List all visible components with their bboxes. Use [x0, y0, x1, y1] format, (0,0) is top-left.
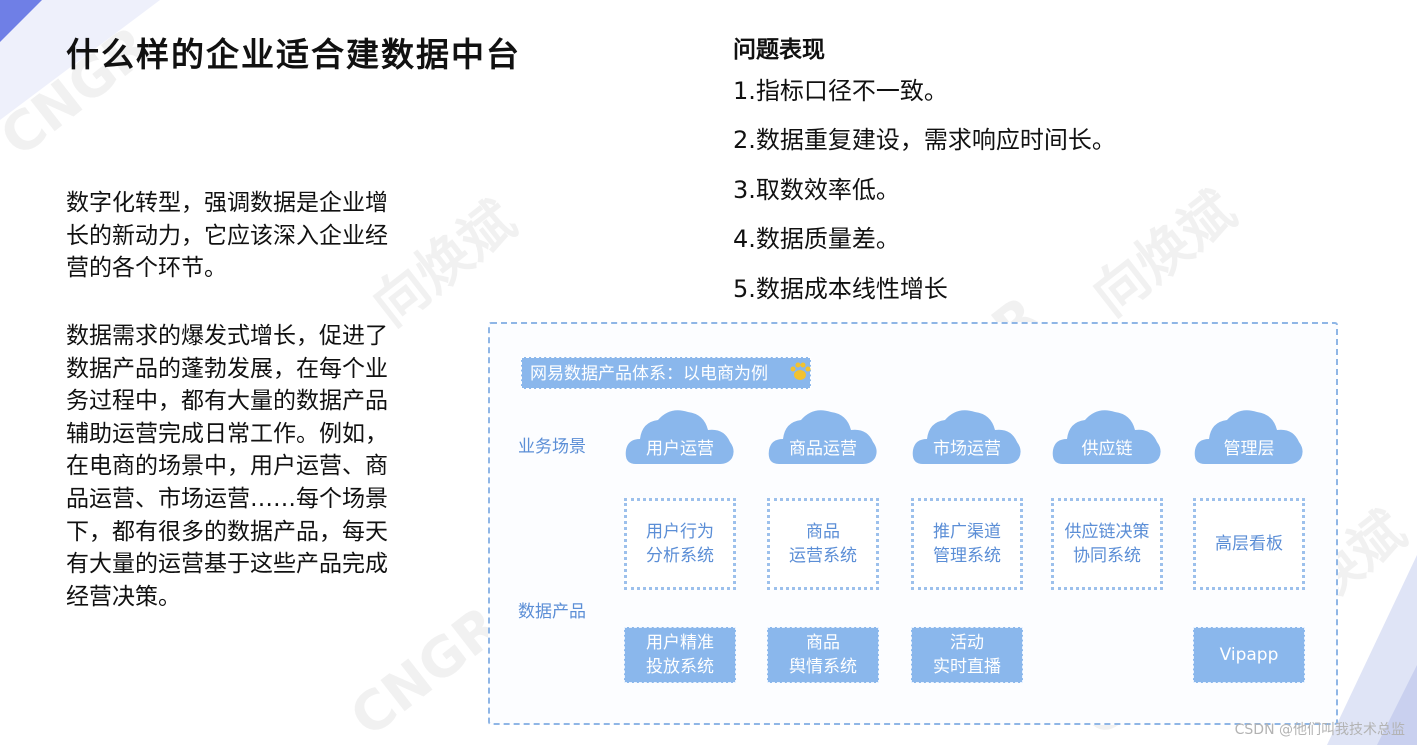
system-label: 商品 舆情系统	[789, 633, 857, 677]
problem-item: 3.取数效率低。	[733, 175, 900, 204]
scene-label: 商品运营	[789, 439, 857, 459]
problem-item: 2.数据重复建设，需求响应时间长。	[733, 126, 1116, 155]
slide-title: 什么样的企业适合建数据中台	[66, 35, 521, 74]
system-box: 供应链决策 协同系统	[1051, 498, 1163, 590]
system-box-filled: 用户精准 投放系统	[624, 627, 736, 683]
system-box: 商品 运营系统	[767, 498, 879, 590]
row-label-scenes: 业务场景	[518, 437, 586, 457]
system-box: 用户行为 分析系统	[624, 498, 736, 590]
cloud-icon	[1052, 410, 1161, 464]
system-label: 商品 运营系统	[789, 522, 857, 566]
scene-cloud: 市场运营	[911, 406, 1023, 468]
system-label: 供应链决策 协同系统	[1064, 522, 1150, 566]
system-label: 推广渠道 管理系统	[933, 522, 1001, 566]
problem-item: 5.数据成本线性增长	[733, 274, 948, 303]
scene-label: 用户运营	[646, 439, 714, 459]
system-label: Vipapp	[1219, 645, 1279, 665]
scene-cloud: 用户运营	[624, 406, 736, 468]
corner-decoration-bottom-right-dark	[1377, 665, 1417, 745]
problem-item: 1.指标口径不一致。	[733, 77, 948, 105]
cloud-icon	[912, 410, 1021, 464]
scene-label: 市场运营	[933, 439, 1001, 459]
system-box-filled: 活动 实时直播	[911, 627, 1023, 683]
system-box-filled: Vipapp	[1193, 627, 1305, 683]
problem-item: 4.数据质量差。	[733, 225, 900, 254]
problems-title: 问题表现	[733, 37, 825, 63]
system-label: 用户精准 投放系统	[646, 633, 714, 677]
scene-cloud: 管理层	[1193, 406, 1305, 468]
system-label: 活动 实时直播	[933, 633, 1001, 677]
system-box: 高层看板	[1193, 498, 1305, 590]
scene-label: 供应链	[1081, 439, 1133, 459]
problems-section: 问题表现 1.指标口径不一致。 2.数据重复建设，需求响应时间长。 3.取数效率…	[733, 30, 1116, 323]
scene-label: 管理层	[1223, 439, 1275, 459]
cloud-icon	[768, 410, 877, 464]
system-box-filled: 商品 舆情系统	[767, 627, 879, 683]
scene-cloud: 商品运营	[767, 406, 879, 468]
row-label-products: 数据产品	[518, 602, 586, 622]
product-system-diagram: 网易数据产品体系：以电商为例 业务场景 数据产品 用户运营 商品运营 市场运营 …	[488, 322, 1338, 725]
system-label: 高层看板	[1215, 534, 1283, 554]
watermark: CNGR	[338, 594, 513, 749]
paw-icon	[790, 362, 811, 380]
cloud-icon	[625, 410, 734, 464]
detail-paragraph: 数据需求的爆发式增长，促进了数据产品的蓬勃发展，在每个业务过程中，都有大量的数据…	[66, 323, 388, 610]
diagram-title: 网易数据产品体系：以电商为例	[521, 357, 811, 389]
source-credit: CSDN @他们叫我技术总监	[1234, 722, 1405, 738]
scene-cloud: 供应链	[1051, 406, 1163, 468]
system-box: 推广渠道 管理系统	[911, 498, 1023, 590]
system-label: 用户行为 分析系统	[646, 522, 714, 566]
corner-decoration-top-left	[0, 0, 42, 42]
cloud-icon	[1194, 410, 1303, 464]
intro-paragraph: 数字化转型，强调数据是企业增长的新动力，它应该深入企业经营的各个环节。	[66, 190, 388, 282]
